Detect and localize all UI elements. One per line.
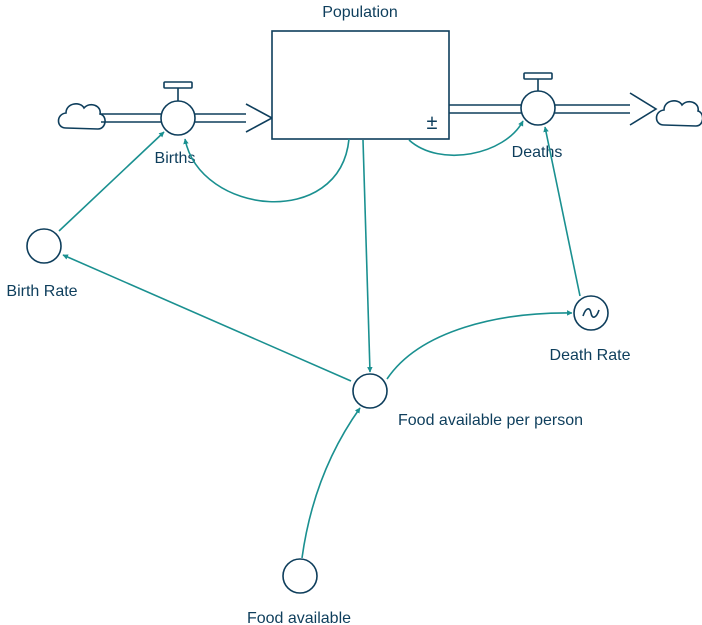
- source-cloud-icon: [57, 103, 106, 130]
- food-per-person-to-death-rate-link: [386, 310, 573, 380]
- birth-rate-node[interactable]: [26, 228, 62, 264]
- food-per-person-label: Food available per person: [398, 412, 583, 429]
- food-available-node[interactable]: [282, 558, 318, 594]
- death-rate-node[interactable]: [573, 295, 609, 331]
- deaths-label: Deaths: [512, 144, 563, 161]
- births-label: Births: [155, 150, 196, 167]
- death-rate-to-deaths-link: [543, 126, 581, 297]
- birth-rate-label: Birth Rate: [6, 283, 77, 300]
- deaths-valve[interactable]: [520, 72, 556, 126]
- population-to-food-per-person-link: [362, 139, 373, 373]
- food-available-label: Food available: [247, 610, 351, 625]
- population-sign: ±: [427, 112, 438, 134]
- population-stock[interactable]: [271, 30, 450, 140]
- population-to-births-link: [183, 138, 350, 203]
- sink-cloud-icon: [655, 100, 702, 127]
- food-available-to-food-per-person-link: [301, 407, 361, 559]
- food-per-person-to-birth-rate-link: [62, 254, 352, 382]
- births-valve[interactable]: [160, 81, 196, 136]
- population-label: Population: [322, 4, 398, 21]
- death-rate-label: Death Rate: [550, 347, 631, 364]
- population-to-deaths-link: [408, 120, 524, 157]
- birth-rate-to-births-link: [58, 131, 165, 232]
- food-per-person-node[interactable]: [352, 373, 388, 409]
